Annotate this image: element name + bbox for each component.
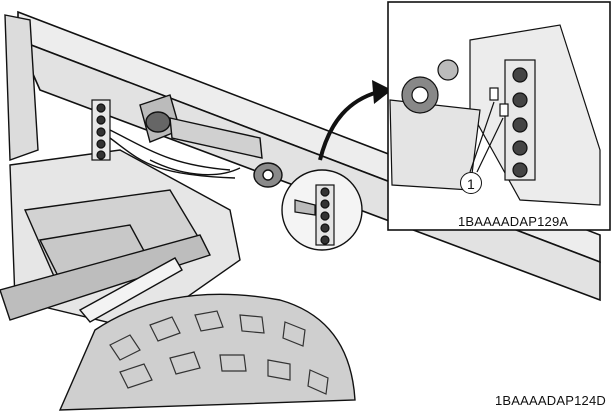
callout-number: 1: [460, 172, 482, 194]
right-fitting-block: [281, 169, 363, 251]
frame-post: [4, 14, 39, 161]
inset-figure-code: 1BAAAADAP129A: [458, 214, 569, 229]
detail-inset: [387, 1, 611, 231]
steering-cylinder: [139, 94, 283, 188]
callout-arrow: [318, 80, 392, 161]
tire: [58, 293, 356, 411]
steering-arm: [0, 234, 211, 323]
left-fitting-block: [91, 99, 111, 161]
hydraulic-hoses: [109, 129, 241, 179]
main-figure-code: 1BAAAADAP124D: [495, 393, 606, 408]
